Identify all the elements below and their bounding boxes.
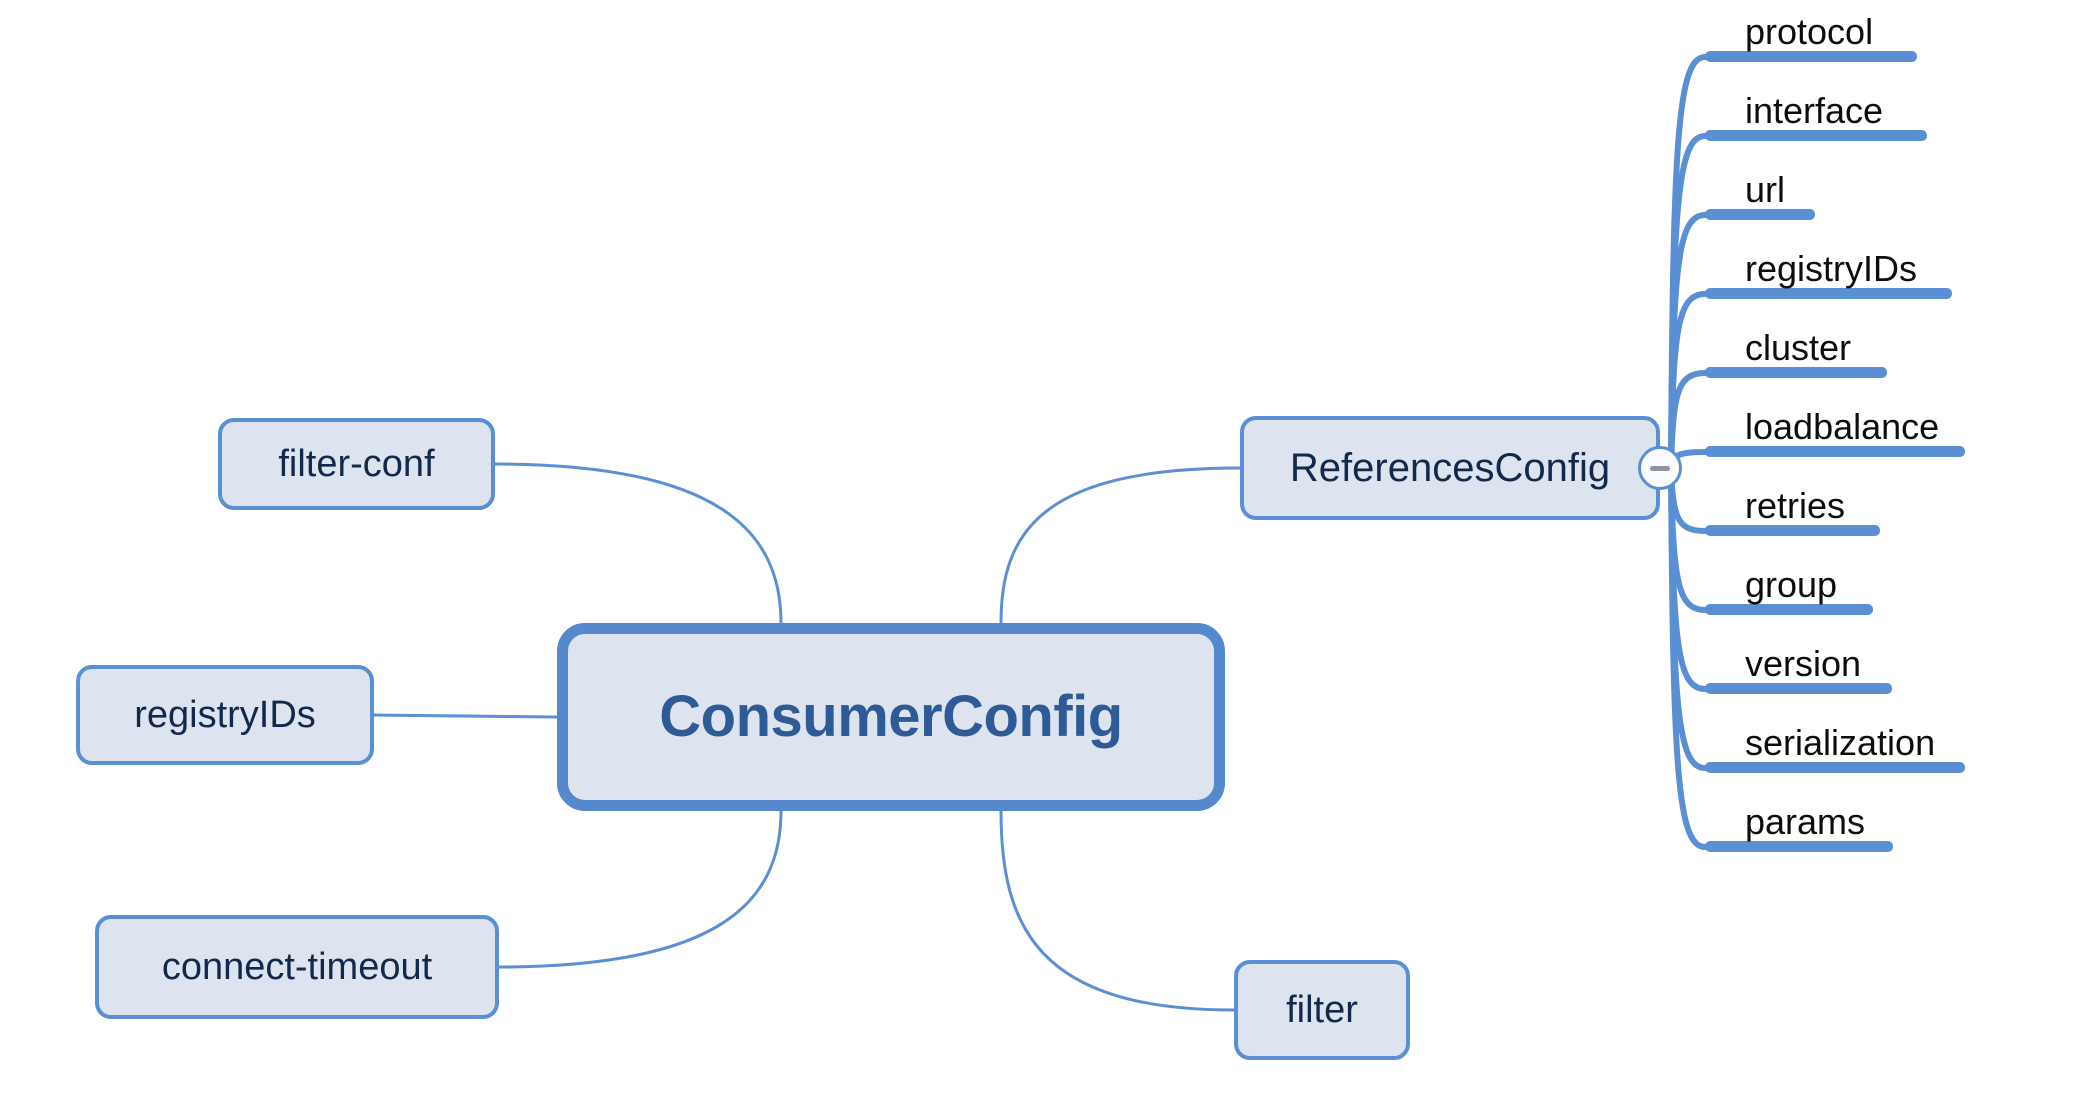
leaf-item-interface[interactable]: interface [1705, 81, 1987, 141]
leaf-item-serialization[interactable]: serialization [1705, 713, 2025, 773]
leaf-item-registryids[interactable]: registryIDs [1705, 239, 2012, 299]
leaf-underline [1705, 525, 1880, 536]
minus-circle-icon[interactable] [1638, 446, 1682, 490]
leaf-label: registryIDs [1745, 248, 1918, 289]
leaf-underline [1705, 683, 1892, 694]
leaf-item-protocol[interactable]: protocol [1705, 2, 1977, 62]
leaf-underline [1705, 762, 1965, 773]
branch-node-referencesconfig[interactable]: ReferencesConfig [1240, 416, 1660, 520]
leaf-label: url [1745, 169, 1786, 210]
leaf-item-retries[interactable]: retries [1705, 476, 1940, 536]
branch-node-filter[interactable]: filter [1234, 960, 1410, 1060]
leaf-label: group [1745, 564, 1838, 605]
leaf-underline [1705, 604, 1873, 615]
leaf-item-cluster[interactable]: cluster [1705, 318, 1947, 378]
leaf-label: params [1745, 801, 1866, 842]
leaf-item-loadbalance[interactable]: loadbalance [1705, 397, 2025, 457]
minus-glyph [1650, 465, 1670, 471]
leaf-item-group[interactable]: group [1705, 555, 1933, 615]
branch-node-filter-conf[interactable]: filter-conf [218, 418, 495, 510]
root-node-consumerconfig[interactable]: ConsumerConfig [557, 623, 1225, 811]
branch-node-label: registryIDs [134, 694, 316, 736]
leaf-item-url[interactable]: url [1705, 160, 1875, 220]
leaf-label: loadbalance [1745, 406, 1940, 447]
leaf-label: interface [1745, 90, 1884, 131]
leaf-underline [1705, 209, 1815, 220]
leaf-item-params[interactable]: params [1705, 792, 1953, 852]
branch-node-label: connect-timeout [161, 946, 433, 988]
branch-node-label: ReferencesConfig [1289, 446, 1611, 490]
leaf-label: serialization [1745, 722, 1936, 763]
leaf-underline [1705, 51, 1917, 62]
leaf-label: retries [1745, 485, 1846, 526]
leaf-label: protocol [1745, 11, 1874, 52]
leaf-underline [1705, 288, 1952, 299]
leaf-label: version [1745, 643, 1862, 684]
leaf-label: cluster [1745, 327, 1852, 368]
branch-node-connect-timeout[interactable]: connect-timeout [95, 915, 499, 1019]
leaf-underline [1705, 367, 1887, 378]
leaf-item-version[interactable]: version [1705, 634, 1952, 694]
branch-node-label: filter-conf [278, 443, 435, 485]
leaf-underline [1705, 130, 1927, 141]
branch-node-label: filter [1286, 989, 1358, 1031]
leaf-underline [1705, 446, 1965, 457]
leaf-underline [1705, 841, 1893, 852]
root-node-label: ConsumerConfig [659, 684, 1123, 749]
branch-node-registryids[interactable]: registryIDs [76, 665, 374, 765]
